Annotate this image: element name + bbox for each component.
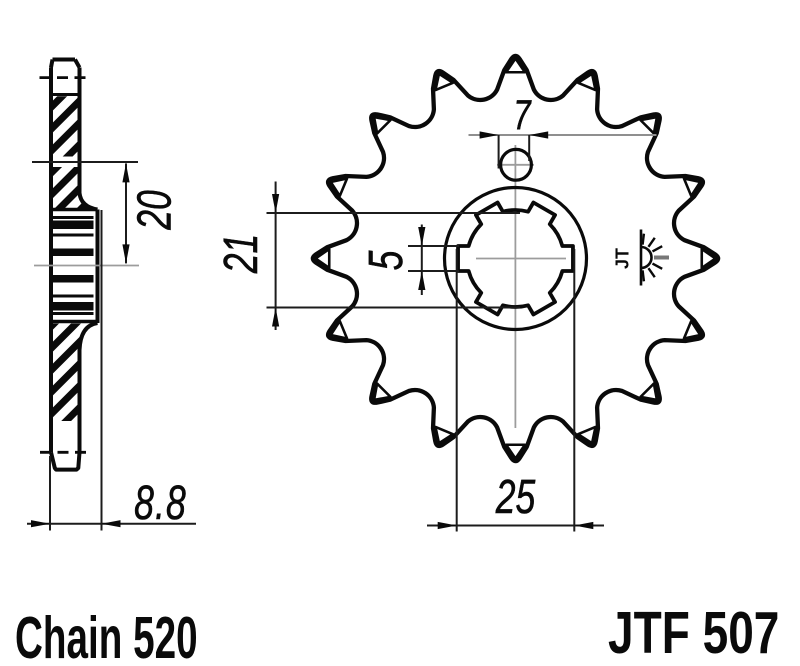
part-number-label: JTF 507 xyxy=(608,604,800,663)
dimension-arrow xyxy=(122,163,130,183)
dimension-arrow xyxy=(122,244,130,264)
dimension-arrow xyxy=(272,194,280,213)
tooth-chamfer-marks xyxy=(314,57,717,460)
upper-hatch-region xyxy=(51,96,98,210)
tooth-chamfer-triangle xyxy=(329,177,349,198)
logo-sun-ray xyxy=(647,237,656,248)
hub-spline-line xyxy=(51,302,94,311)
hub-circle xyxy=(442,185,589,332)
hub-spline-line xyxy=(51,220,94,229)
part-number-text: JTF 507 xyxy=(608,600,780,666)
side-tooth-top xyxy=(49,57,82,69)
hub-spline-lines xyxy=(51,216,94,315)
tooth-chamfer-triangle xyxy=(639,115,659,135)
dimension-arrow xyxy=(418,271,426,290)
hub-spline-line xyxy=(51,312,94,315)
dim7-text: 7 xyxy=(513,91,532,138)
dim20-text: 20 xyxy=(127,190,180,231)
dimension-arrow xyxy=(479,131,499,139)
dimension-arrow xyxy=(272,307,280,327)
dim5-text: 5 xyxy=(359,250,412,270)
tooth-chamfer-triangle xyxy=(682,319,702,340)
dimension-arrow xyxy=(31,520,50,528)
tooth-chamfer-triangle xyxy=(329,319,349,340)
side-right-edge-lower xyxy=(77,321,98,453)
tooth-chamfer-triangle xyxy=(504,443,527,460)
hub-spline-line xyxy=(51,294,94,298)
spline-bore xyxy=(456,200,575,317)
dimension-arrow xyxy=(437,521,457,530)
tooth-chamfer-triangle xyxy=(314,247,331,270)
dim21-text: 21 xyxy=(214,234,267,274)
tooth-chamfer-triangle xyxy=(434,72,455,92)
tooth-chamfer-triangle xyxy=(372,115,392,135)
logo-sun-ray xyxy=(651,262,663,270)
logo-sun-ray xyxy=(641,233,646,245)
hub-spline-line xyxy=(51,275,94,283)
dimension-arrow xyxy=(529,131,549,139)
hub-spline-line xyxy=(51,248,94,256)
logo-jt-text: JT xyxy=(613,248,633,269)
jt-rising-sun-logo: JT xyxy=(613,233,669,282)
tooth-chamfer-triangle xyxy=(700,247,717,270)
tooth-chamfer-triangle xyxy=(639,382,659,402)
tooth-chamfer-triangle xyxy=(504,57,527,74)
logo-sun-ray xyxy=(651,245,663,253)
tooth-chamfer-triangle xyxy=(434,425,455,445)
hub-spline-line xyxy=(51,233,94,237)
tooth-chamfer-triangle xyxy=(682,177,702,198)
hub-spline-line xyxy=(51,216,94,219)
tooth-chamfer-triangle xyxy=(576,72,597,92)
chain-size-text: Chain 520 xyxy=(15,605,198,666)
side-right-edge-upper xyxy=(77,67,98,212)
lower-hatch-region xyxy=(51,323,97,421)
dimension-arrow xyxy=(101,520,121,528)
logo-sun-semicircle xyxy=(640,245,653,270)
tooth-chamfer-triangle xyxy=(372,382,392,402)
locating-hole xyxy=(499,147,534,182)
dimension-arrow xyxy=(418,227,426,246)
tooth-chamfer-triangle xyxy=(576,425,597,445)
chain-size-label: Chain 520 xyxy=(15,609,294,666)
side-tooth-bottom xyxy=(49,451,82,472)
dim88-text: 8.8 xyxy=(134,476,187,529)
dim25-text: 25 xyxy=(495,470,536,523)
logo-sun-ray xyxy=(641,270,646,282)
dimension-arrow xyxy=(574,521,594,530)
logo-sun-ray xyxy=(647,267,656,278)
